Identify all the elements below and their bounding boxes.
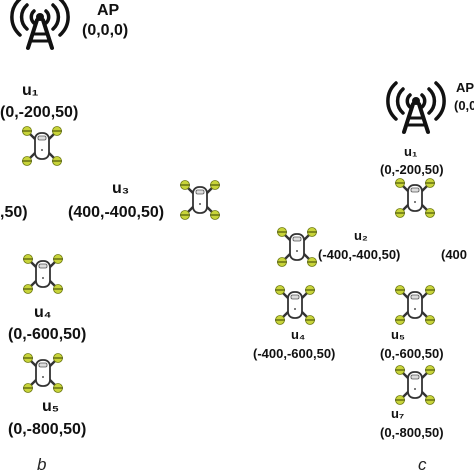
panel-caption-b: b [37,455,47,474]
antenna-tower-icon [385,81,447,134]
panel-caption-c: c [418,455,427,474]
quadcopter-drone-icon [21,352,65,394]
u1-label-c: u₁ [404,144,418,159]
quadcopter-drone-icon [393,364,437,406]
u1-coords-c: (0,-200,50) [380,162,444,177]
ap-coords-b: (0,0,0) [82,22,129,39]
ap-label-b: AP [97,2,120,19]
u5-coords-c: (0,-600,50) [380,346,444,361]
quadcopter-drone-icon [178,179,222,221]
u5-coords-b: (0,-800,50) [8,421,87,438]
quadcopter-drone-icon [273,284,317,326]
u4-label-c: u₄ [291,327,306,342]
u3-coords-b: (400,-400,50) [68,204,165,221]
u4-label-b: u₄ [34,304,52,321]
ap-coords-c: (0,0 [454,98,474,113]
u2-label-c: u₂ [354,228,368,243]
quadcopter-drone-icon [20,125,64,167]
u7-label-c: u₇ [391,406,405,421]
u2-coords-c: (-400,-400,50) [318,247,401,262]
cut-coords-b: ,50) [0,204,28,221]
u4-coords-b: (0,-600,50) [8,326,87,343]
u5-label-b: u₅ [42,398,60,415]
cut-coords-c: (400 [441,247,468,262]
u5-label-c: u₅ [391,327,405,342]
ap-label-c: AP [456,80,474,95]
u1-label-b: u₁ [22,82,39,99]
u7-coords-c: (0,-800,50) [380,425,444,440]
quadcopter-drone-icon [393,284,437,326]
quadcopter-drone-icon [393,177,437,219]
u4-coords-c: (-400,-600,50) [253,346,336,361]
u1-coords-b: (0,-200,50) [0,104,79,121]
quadcopter-drone-icon [21,253,65,295]
quadcopter-drone-icon [275,226,319,268]
antenna-tower-icon [9,0,71,50]
u3-label-b: u₃ [112,180,130,197]
